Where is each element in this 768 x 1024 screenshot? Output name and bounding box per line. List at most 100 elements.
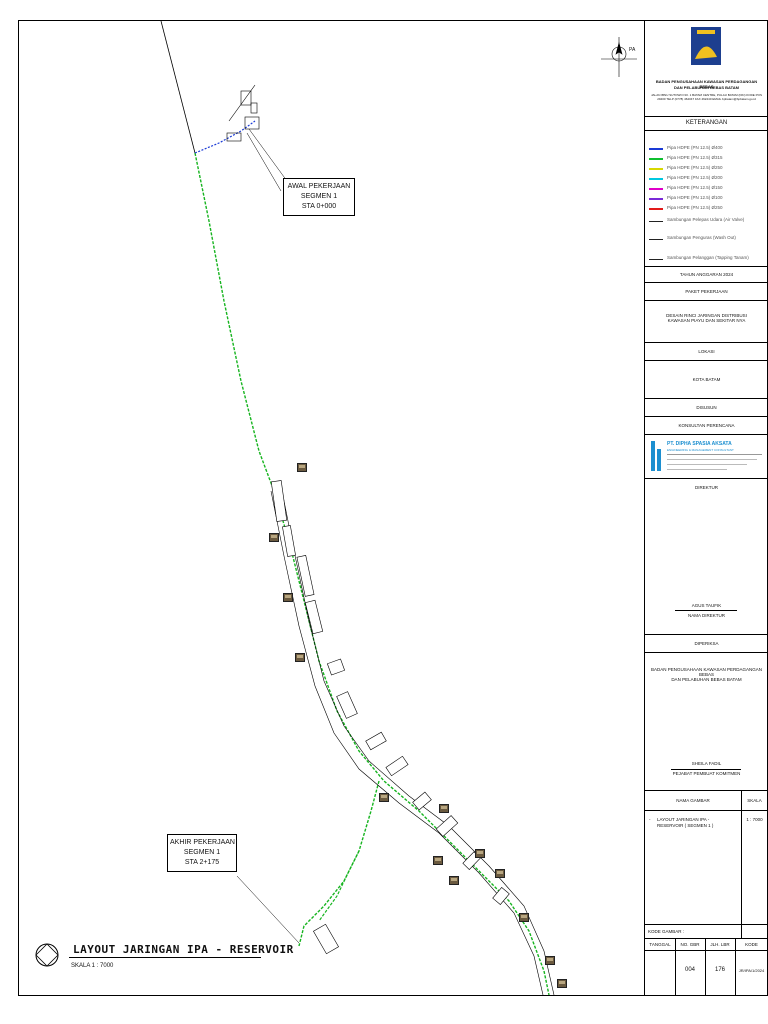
paket-label: PAKET PEKERJAAN (645, 283, 768, 301)
legend-area: Pipa HDPE (PN 12.5) Ø400 Pipa HDPE (PN 1… (645, 131, 768, 267)
callout-end: AKHIR PEKERJAAN SEGMEN 1 STA 2+175 (167, 834, 237, 872)
pipe-route-main (194, 152, 550, 995)
direktur-name: AGUS TAUFIK (691, 603, 722, 608)
site-photo[interactable] (439, 804, 449, 813)
building-blocks (270, 480, 510, 955)
map-area[interactable]: PA AWAL PEKERJAAN SEGMEN 1 STA 0+000 AKH… (19, 21, 644, 995)
consultant-address-line (667, 464, 747, 465)
signature-line (675, 610, 737, 611)
site-photo[interactable] (545, 956, 555, 965)
legend-swatch (649, 178, 663, 180)
callout-start: AWAL PEKERJAAN SEGMEN 1 STA 0+000 (283, 178, 355, 216)
diperiksa-org-1: BADAN PENGUSAHAAN KAWASAN PERDAGANGAN BE… (651, 667, 762, 677)
consultant-address-line (667, 454, 762, 455)
diperiksa-label: DIPERIKSA (645, 635, 768, 653)
callout-start-line-1: AWAL PEKERJAAN (287, 183, 351, 190)
column-divider (741, 811, 742, 924)
nama-direktur-label: NAMA DIREKTUR (687, 613, 725, 618)
pipe-route-blue (194, 120, 256, 154)
table-value-row: 004 176 JR/IPA/1/2024 (645, 951, 768, 995)
table-cell: 004 (684, 967, 695, 973)
map-canvas (160, 21, 637, 995)
table-cell: 176 (714, 967, 725, 973)
nama-gambar-header: NAMA GAMBAR SKALA (645, 791, 768, 811)
legend-swatch (649, 239, 663, 240)
consultant-sub: ENGINEERING & MANAGEMENT CONSULTANT (667, 448, 734, 452)
column-divider (735, 939, 736, 950)
disusun-label: DISUSUN (645, 399, 768, 417)
drawing-title: LAYOUT JARINGAN IPA - RESERVOIR (73, 943, 294, 956)
konsultan-label: KONSULTAN PERENCANA (645, 417, 768, 435)
keterangan-header: KETERANGAN (645, 117, 768, 131)
column-divider (735, 951, 736, 995)
legend-swatch (649, 208, 663, 210)
title-block-panel: BADAN PENGUSAHAAN KAWASAN PERDAGANGAN BE… (644, 21, 768, 995)
tahun-anggaran: TAHUN ANGGARAN 2024 (645, 267, 768, 283)
legend-swatch (649, 158, 663, 160)
table-header: KODE (745, 942, 758, 947)
callout-end-line-1: AKHIR PEKERJAAN (170, 839, 235, 846)
org-name-2: DAN PELABUHAN BEBAS BATAM (674, 85, 739, 90)
site-photo[interactable] (269, 533, 279, 542)
site-photo[interactable] (519, 913, 529, 922)
paket-value-2: KAWASAN PIAYU DAN SEKITAR NYA (667, 318, 746, 323)
consultant-address-line (667, 469, 727, 470)
legend-swatch (649, 221, 663, 222)
callout-end-line-3: STA 2+175 (184, 859, 220, 866)
site-photo[interactable] (297, 463, 307, 472)
kode-gambar-row: KODE GAMBAR : (645, 925, 768, 939)
site-photo[interactable] (283, 593, 293, 602)
site-photo[interactable] (557, 979, 567, 988)
consultant-name: PT. DIPHA SPASIA AKSATA (667, 441, 732, 447)
title-underline (69, 957, 261, 958)
north-letter: PA (629, 47, 636, 53)
org-name-1: BADAN PENGUSAHAAN KAWASAN PERDAGANGAN BE… (655, 79, 758, 89)
pipe-route-branch (298, 780, 380, 947)
diperiksa-org-2: DAN PELABUHAN BEBAS BATAM (671, 677, 742, 682)
legend-swatch (649, 259, 663, 260)
kode-gambar-label: KODE GAMBAR : (648, 929, 685, 934)
site-photo[interactable] (295, 653, 305, 662)
bp-batam-logo-icon (691, 27, 721, 65)
drawing-sheet: PA AWAL PEKERJAAN SEGMEN 1 STA 0+000 AKH… (18, 20, 768, 996)
north-arrow-symbol (601, 37, 637, 77)
table-header: NO. GBR (680, 942, 700, 947)
panel-header: BADAN PENGUSAHAAN KAWASAN PERDAGANGAN BE… (645, 21, 768, 117)
org-address: JALAN IBNU SUTOWO NO. 1 BATAM CENTRE, PU… (651, 93, 762, 101)
site-photo[interactable] (449, 876, 459, 885)
start-structure (226, 84, 260, 142)
column-divider (705, 951, 706, 995)
column-divider (675, 939, 676, 950)
legend-swatch (649, 168, 663, 170)
konsultan-logo-area: PT. DIPHA SPASIA AKSATA ENGINEERING & MA… (645, 435, 768, 479)
legend-swatch (649, 198, 663, 200)
legend-swatch (649, 148, 663, 150)
legend-swatch (649, 188, 663, 190)
site-photo[interactable] (379, 793, 389, 802)
callout-start-line-3: STA 0+000 (301, 203, 337, 210)
column-divider (741, 925, 742, 938)
pejabat-name: SHEILA FADIL (691, 761, 722, 766)
paket-value: DESAIN RINCI JARINGAN DISTRIBUSI KAWASAN… (645, 301, 768, 343)
site-photo[interactable] (495, 869, 505, 878)
callout-start-line-2: SEGMEN 1 (300, 193, 338, 200)
column-divider (705, 939, 706, 950)
lokasi-label: LOKASI (645, 343, 768, 361)
lokasi-value: KOTA BATAM (645, 361, 768, 399)
gambar-name-2: RESERVOIR ( SEGMEN 1 ) (657, 823, 714, 828)
skala-value: 1 : 7000 (746, 817, 763, 822)
nama-gambar-label: NAMA GAMBAR (676, 798, 710, 803)
table-header: TANGGAL (649, 942, 671, 947)
direktur-label: DIREKTUR (694, 485, 718, 490)
skala-label: SKALA (747, 798, 762, 803)
direktur-area: DIREKTUR AGUS TAUFIK NAMA DIREKTUR (645, 479, 768, 635)
gambar-dash: - (649, 817, 651, 822)
pejabat-label: PEJABAT PEMBUAT KOMITMEN (672, 771, 741, 776)
site-photo[interactable] (475, 849, 485, 858)
column-divider (675, 951, 676, 995)
table-cell: JR/IPA/1/2024 (738, 968, 765, 973)
title-marker-icon (35, 943, 59, 967)
column-divider (741, 791, 742, 810)
table-header: JLH. LBR (710, 942, 730, 947)
site-photo[interactable] (433, 856, 443, 865)
